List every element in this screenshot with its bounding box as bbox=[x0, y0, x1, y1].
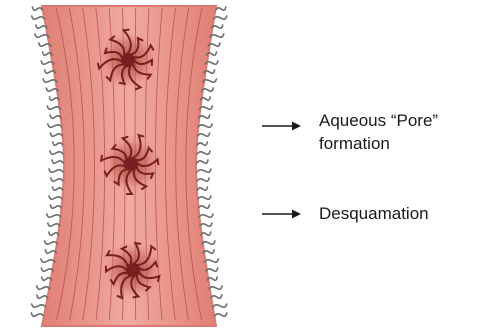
label-pore-line2: formation bbox=[319, 132, 438, 155]
surface-hair bbox=[197, 169, 211, 172]
surface-hair bbox=[48, 223, 60, 226]
surface-hair bbox=[50, 205, 61, 208]
surface-hair bbox=[197, 142, 207, 145]
surface-hair bbox=[50, 151, 63, 154]
surface-hair bbox=[50, 115, 61, 118]
surface-hair bbox=[198, 196, 211, 199]
surface-hair bbox=[31, 313, 43, 316]
surface-hair bbox=[32, 16, 45, 19]
pore-core bbox=[121, 53, 135, 67]
surface-hair bbox=[213, 304, 227, 307]
pore-2 bbox=[101, 134, 161, 194]
surface-hair bbox=[37, 286, 50, 289]
pore-core bbox=[126, 263, 140, 277]
surface-hair bbox=[197, 178, 209, 181]
label-pore-formation: Aqueous “Pore” formation bbox=[319, 109, 438, 155]
surface-hair bbox=[198, 133, 210, 136]
pore-1 bbox=[98, 30, 158, 90]
surface-hair bbox=[32, 304, 46, 307]
surface-hair bbox=[52, 160, 63, 163]
surface-hair bbox=[47, 106, 60, 109]
surface-hair bbox=[216, 7, 226, 10]
pore-core bbox=[124, 157, 138, 171]
surface-hair bbox=[49, 196, 62, 199]
surface-hair bbox=[198, 187, 208, 190]
surface-hair bbox=[198, 205, 209, 208]
arrow-desquamation bbox=[262, 210, 301, 219]
label-pore-line1: Aqueous “Pore” bbox=[319, 109, 438, 132]
arrow-pore bbox=[262, 122, 301, 131]
surface-hair bbox=[197, 160, 208, 163]
surface-hair bbox=[37, 295, 48, 298]
surface-hair bbox=[50, 133, 62, 136]
surface-hair bbox=[211, 295, 222, 298]
label-desquamation: Desquamation bbox=[319, 202, 429, 225]
surface-hair bbox=[200, 223, 212, 226]
surface-hair bbox=[214, 16, 227, 19]
surface-hair bbox=[48, 124, 62, 127]
surface-hair bbox=[199, 214, 213, 217]
surface-hair bbox=[47, 214, 61, 217]
surface-hair bbox=[215, 313, 227, 316]
surface-hair bbox=[51, 178, 63, 181]
surface-hair bbox=[45, 241, 58, 244]
surface-hair bbox=[53, 187, 63, 190]
surface-hair bbox=[49, 169, 63, 172]
pore-3 bbox=[103, 240, 163, 300]
surface-hair bbox=[53, 142, 63, 145]
surface-hair bbox=[199, 115, 210, 118]
surface-hair bbox=[197, 151, 210, 154]
surface-hair bbox=[41, 259, 55, 262]
surface-hair bbox=[32, 7, 42, 10]
surface-hair bbox=[198, 124, 212, 127]
surface-hair bbox=[209, 286, 222, 289]
